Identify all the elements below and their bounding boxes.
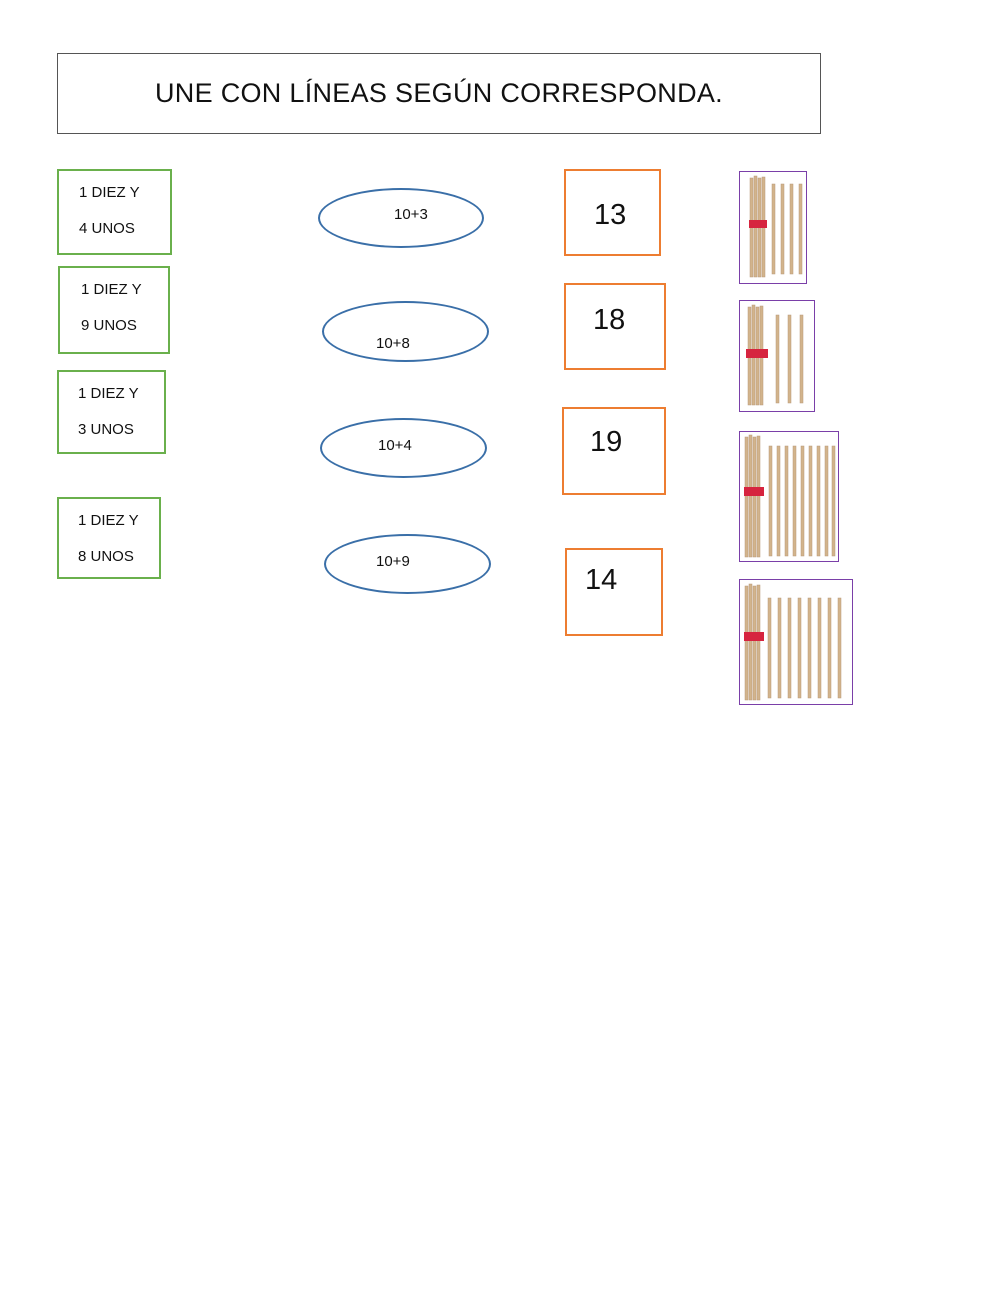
- tens-ones-box-1[interactable]: 1 DIEZ Y 4 UNOS: [57, 169, 172, 255]
- sum-oval-1[interactable]: 10+3: [318, 188, 484, 248]
- title-box: UNE CON LÍNEAS SEGÚN CORRESPONDA.: [57, 53, 821, 134]
- sum-oval-3[interactable]: 10+4: [320, 418, 487, 478]
- bundle-and-sticks-icon: [744, 583, 842, 701]
- sum-oval-4[interactable]: 10+9: [324, 534, 491, 594]
- tens-ones-box-3[interactable]: 1 DIEZ Y 3 UNOS: [57, 370, 166, 454]
- sum-text: 10+4: [378, 437, 412, 454]
- tens-ones-box-2[interactable]: 1 DIEZ Y 9 UNOS: [58, 266, 170, 354]
- tens-text: 1 DIEZ Y: [81, 281, 142, 298]
- sticks-picture-3[interactable]: [739, 431, 839, 562]
- sum-text: 10+3: [394, 206, 428, 223]
- number-text: 18: [593, 304, 626, 336]
- number-box-4[interactable]: 14: [565, 548, 663, 636]
- number-text: 14: [585, 564, 618, 596]
- bundle-and-sticks-icon: [746, 304, 804, 406]
- sum-text: 10+8: [376, 335, 410, 352]
- bundle-and-sticks-icon: [749, 175, 803, 278]
- tens-ones-box-4[interactable]: 1 DIEZ Y 8 UNOS: [57, 497, 161, 579]
- sticks-picture-2[interactable]: [739, 300, 815, 412]
- ones-text: 9 UNOS: [81, 317, 137, 334]
- sum-text: 10+9: [376, 553, 410, 570]
- sum-oval-2[interactable]: 10+8: [322, 301, 489, 362]
- sticks-picture-1[interactable]: [739, 171, 807, 284]
- sticks-picture-4[interactable]: [739, 579, 853, 705]
- ones-text: 8 UNOS: [78, 548, 134, 565]
- number-text: 13: [594, 199, 627, 231]
- number-box-1[interactable]: 13: [564, 169, 661, 256]
- ones-text: 3 UNOS: [78, 421, 134, 438]
- number-box-3[interactable]: 19: [562, 407, 666, 495]
- tens-text: 1 DIEZ Y: [79, 184, 140, 201]
- tens-text: 1 DIEZ Y: [78, 512, 139, 529]
- tens-text: 1 DIEZ Y: [78, 385, 139, 402]
- bundle-and-sticks-icon: [744, 434, 836, 558]
- number-box-2[interactable]: 18: [564, 283, 666, 370]
- ones-text: 4 UNOS: [79, 220, 135, 237]
- worksheet-title: UNE CON LÍNEAS SEGÚN CORRESPONDA.: [154, 78, 723, 108]
- number-text: 19: [590, 426, 623, 458]
